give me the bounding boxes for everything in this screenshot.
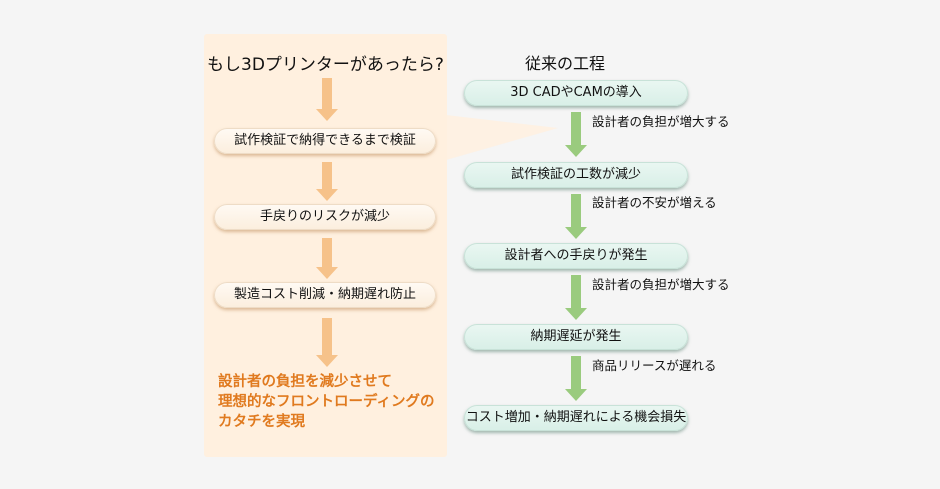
right-step-1: 3D CADやCAMの導入 [464, 80, 688, 106]
down-arrow-icon [565, 112, 587, 158]
transition-note-3: 設計者の負担が増大する [592, 277, 730, 292]
right-flow-title: 従来の工程 [525, 54, 606, 73]
right-step-4: 納期遅延が発生 [464, 324, 688, 350]
left-flow-title: もし3Dプリンターがあったら? [207, 55, 444, 75]
down-arrow-icon [565, 356, 587, 402]
transition-note-1: 設計者の負担が増大する [592, 114, 730, 129]
right-step-5: コスト増加・納期遅れによる機会損失 [464, 405, 688, 431]
callout-pointer [446, 115, 558, 160]
left-flow-result: 設計者の負担を減少させて 理想的なフロントローディングの カタチを実現 [218, 374, 435, 430]
right-step-2: 試作検証の工数が減少 [464, 162, 688, 188]
down-arrow-icon [565, 275, 587, 321]
down-arrow-icon [316, 162, 338, 202]
left-step-3: 製造コスト削減・納期遅れ防止 [214, 282, 436, 308]
down-arrow-icon [316, 318, 338, 368]
down-arrow-icon [316, 78, 338, 122]
transition-note-4: 商品リリースが遅れる [592, 358, 717, 373]
left-step-2: 手戻りのリスクが減少 [214, 204, 436, 230]
left-step-1: 試作検証で納得できるまで検証 [214, 128, 436, 154]
right-step-3: 設計者への手戻りが発生 [464, 243, 688, 269]
transition-note-2: 設計者の不安が増える [592, 195, 717, 210]
down-arrow-icon [316, 238, 338, 280]
down-arrow-icon [565, 194, 587, 240]
